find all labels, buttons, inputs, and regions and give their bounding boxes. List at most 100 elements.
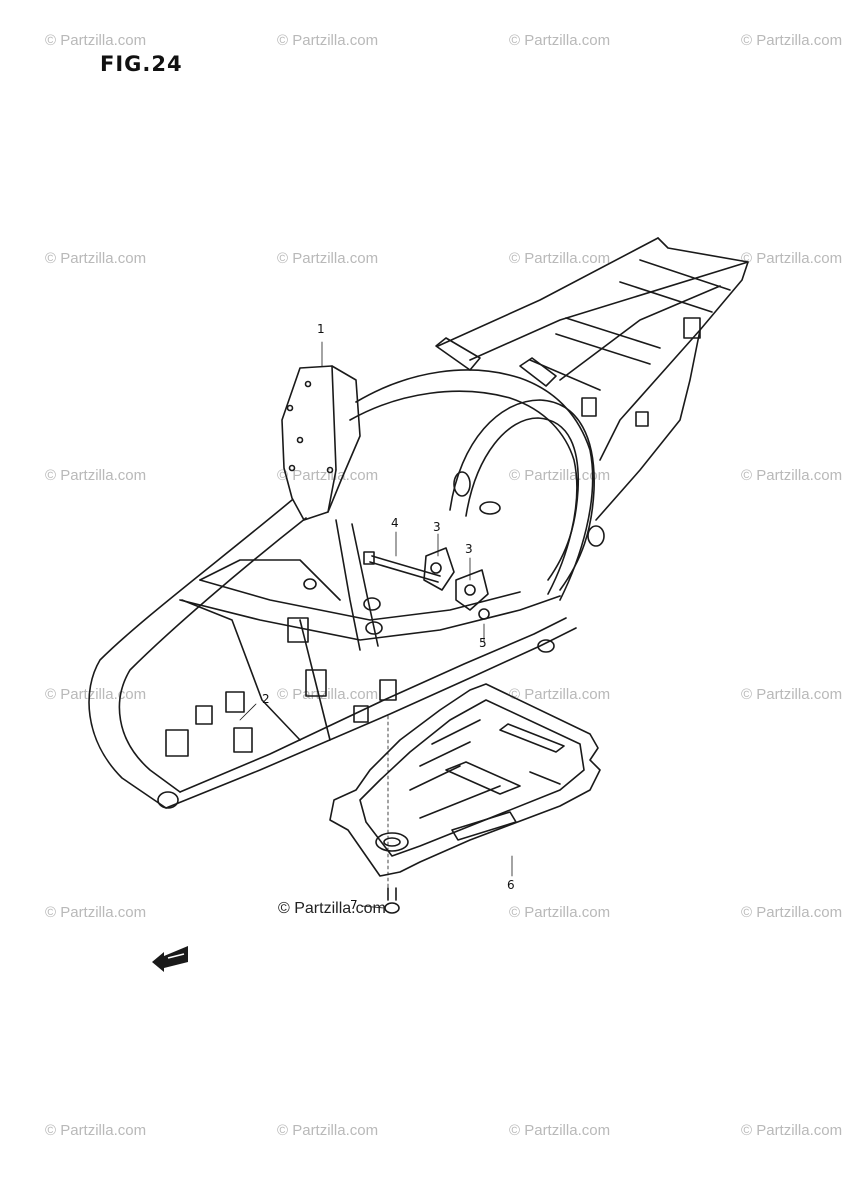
bracket-hole bbox=[430, 562, 442, 574]
watermark: © Partzilla.com bbox=[277, 250, 379, 267]
engine-mount bbox=[225, 691, 245, 713]
bushing bbox=[537, 639, 555, 653]
front-plate bbox=[281, 365, 361, 521]
callout-4: 4 bbox=[391, 516, 399, 530]
skid-slot bbox=[419, 741, 471, 767]
rear-rail-side bbox=[599, 237, 749, 461]
lower-main-rail bbox=[165, 627, 577, 809]
skid-slot bbox=[451, 811, 517, 841]
top-bracket bbox=[519, 357, 557, 387]
front-plate-edge bbox=[327, 365, 337, 513]
cross-tube bbox=[181, 599, 301, 741]
callout-7: 7 bbox=[350, 898, 358, 912]
rear-crossmember-4 bbox=[555, 333, 651, 365]
bolt-7 bbox=[384, 902, 400, 914]
center-bracket bbox=[423, 547, 455, 591]
rear-loop-inner bbox=[465, 417, 580, 581]
cross-tube bbox=[199, 559, 341, 601]
leader-line bbox=[239, 703, 257, 721]
rear-rail-lower bbox=[559, 285, 721, 381]
watermark: © Partzilla.com bbox=[741, 250, 843, 267]
watermark: © Partzilla.com bbox=[277, 467, 379, 484]
cross-tube bbox=[335, 519, 361, 651]
bushing bbox=[303, 578, 317, 590]
plate-hole bbox=[288, 464, 296, 472]
bracket-hole bbox=[464, 584, 476, 596]
cross-tube bbox=[299, 619, 331, 741]
skid-slot bbox=[445, 761, 521, 795]
watermark: © Partzilla.com bbox=[741, 904, 843, 921]
rear-down-tube bbox=[595, 329, 701, 521]
watermark: © Partzilla.com bbox=[45, 250, 147, 267]
right-front-tube-inner bbox=[349, 390, 578, 595]
center-bracket bbox=[455, 569, 489, 611]
figure-title: FIG.24 bbox=[100, 52, 183, 76]
callout-3: 3 bbox=[433, 520, 441, 534]
watermark: © Partzilla.com bbox=[509, 250, 611, 267]
rear-crossmember-1 bbox=[639, 259, 731, 291]
top-rail-left bbox=[437, 237, 659, 347]
rear-loop bbox=[449, 399, 595, 591]
rear-bracket bbox=[581, 397, 597, 417]
callout-1: 1 bbox=[317, 322, 325, 336]
engine-mount bbox=[353, 705, 369, 723]
callout-5: 5 bbox=[479, 636, 487, 650]
bushing bbox=[363, 597, 381, 611]
engine-mount bbox=[287, 617, 309, 643]
bolt-4-head bbox=[363, 551, 375, 565]
engine-mount bbox=[233, 727, 253, 753]
cross-tube bbox=[351, 523, 379, 647]
rear-crossmember-2 bbox=[619, 281, 713, 313]
left-front-tube-inner bbox=[118, 517, 307, 793]
rear-bracket bbox=[683, 317, 701, 339]
plate-hole bbox=[304, 380, 312, 388]
leader-line bbox=[361, 905, 385, 909]
mid-lower-rail bbox=[179, 595, 561, 641]
bushing bbox=[453, 471, 471, 497]
bushing bbox=[365, 621, 383, 635]
engine-mount bbox=[165, 729, 189, 757]
watermark: © Partzilla.com bbox=[509, 1122, 611, 1139]
skid-plate-inner bbox=[359, 699, 585, 857]
watermark: © Partzilla.com bbox=[45, 467, 147, 484]
plate-hole bbox=[326, 466, 334, 474]
bolt-7-shank bbox=[387, 887, 397, 901]
bushing bbox=[587, 525, 605, 547]
mid-lower-rail-2 bbox=[199, 579, 521, 621]
watermark: © Partzilla.com bbox=[45, 32, 147, 49]
watermark: © Partzilla.com bbox=[45, 904, 147, 921]
bushing bbox=[479, 501, 501, 515]
plate-hole bbox=[296, 436, 304, 444]
watermark: © Partzilla.com bbox=[741, 467, 843, 484]
bushing bbox=[157, 791, 179, 809]
watermark: © Partzilla.com bbox=[509, 32, 611, 49]
bolt-4 bbox=[369, 561, 439, 583]
engine-mount bbox=[305, 669, 327, 697]
skid-slot bbox=[409, 765, 461, 791]
watermark: © Partzilla.com bbox=[741, 1122, 843, 1139]
watermark: © Partzilla.com bbox=[45, 1122, 147, 1139]
rear-bracket bbox=[635, 411, 649, 427]
lower-main-rail-inner bbox=[179, 617, 567, 793]
watermark: © Partzilla.com bbox=[277, 686, 379, 703]
engine-mount bbox=[379, 679, 397, 701]
bolt-head bbox=[478, 608, 490, 620]
callout-3: 3 bbox=[465, 542, 473, 556]
watermark: © Partzilla.com bbox=[277, 32, 379, 49]
skid-slot bbox=[431, 719, 481, 745]
watermark: © Partzilla.com bbox=[509, 467, 611, 484]
skid-grommet bbox=[383, 837, 401, 847]
skid-slot bbox=[499, 723, 565, 753]
skid-slot bbox=[529, 771, 561, 785]
watermark: © Partzilla.com bbox=[509, 686, 611, 703]
skid-plate bbox=[329, 683, 601, 877]
engine-mount bbox=[195, 705, 213, 725]
watermark: © Partzilla.com bbox=[509, 904, 611, 921]
skid-slot bbox=[419, 785, 501, 819]
top-bracket bbox=[435, 337, 481, 371]
top-rail-right bbox=[469, 261, 749, 361]
skid-grommet bbox=[375, 832, 409, 852]
callout-6: 6 bbox=[507, 878, 515, 892]
credit-text: © Partzilla.com bbox=[278, 900, 386, 917]
